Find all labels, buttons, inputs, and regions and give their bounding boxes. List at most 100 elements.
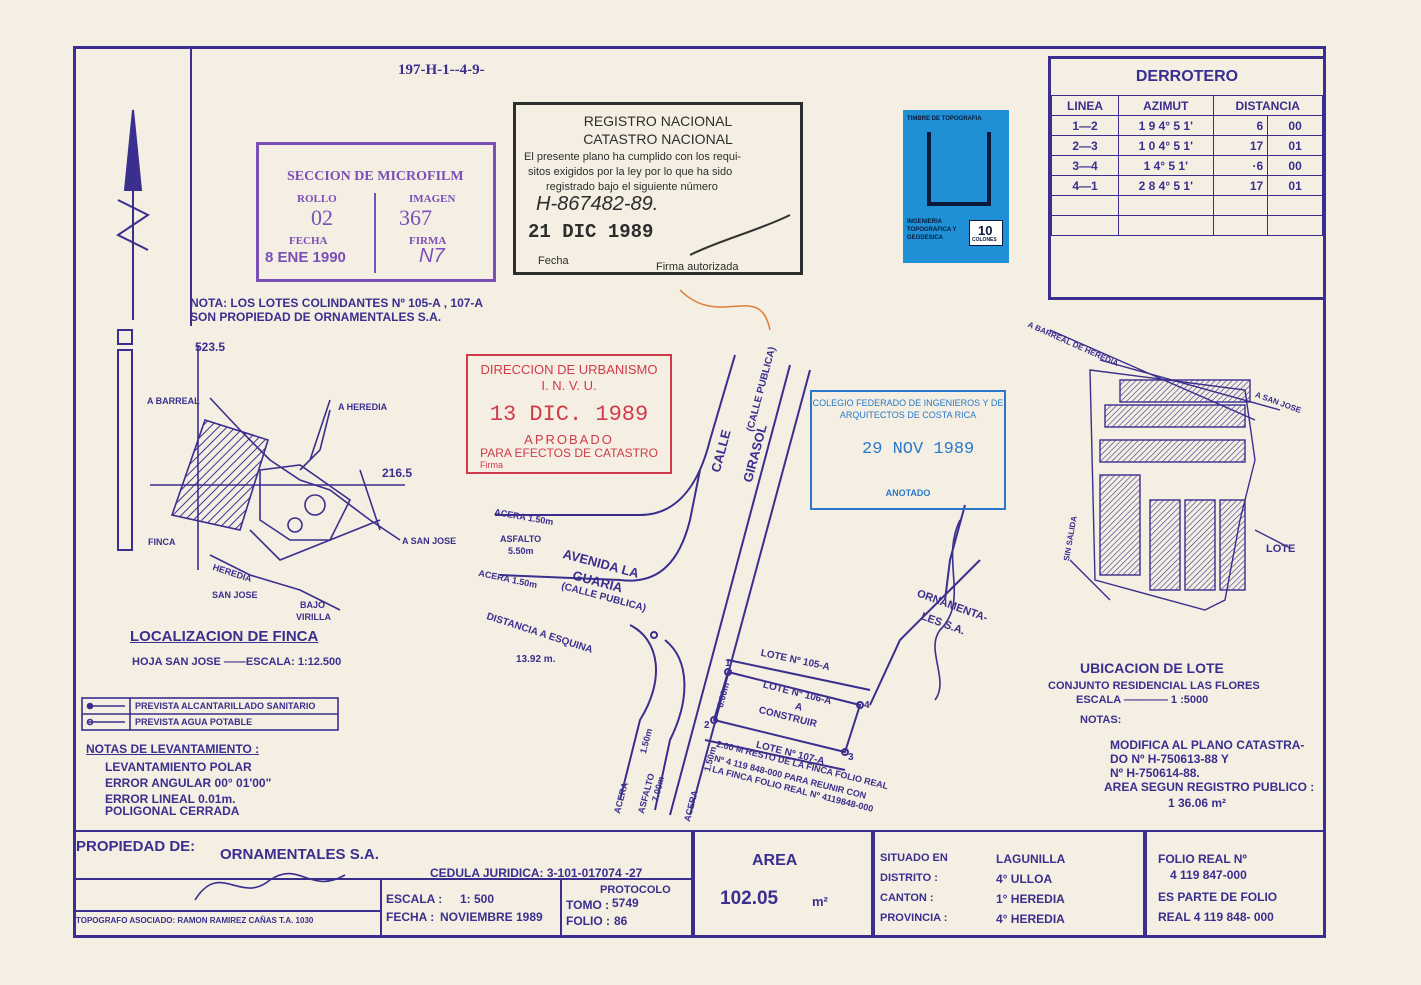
folio-label: FOLIO : bbox=[566, 914, 610, 928]
ubicacion-conjunto: CONJUNTO RESIDENCIAL LAS FLORES bbox=[1048, 680, 1260, 692]
cedula: CEDULA JURIDICA: 3-101-017074 -27 bbox=[430, 866, 643, 880]
microfilm-title: SECCION DE MICROFILM bbox=[287, 169, 464, 184]
distrito-value: 4° ULLOA bbox=[996, 872, 1053, 886]
tomo-label: TOMO : bbox=[566, 898, 610, 912]
label-virilla: VIRILLA bbox=[296, 612, 331, 622]
orange-mark bbox=[679, 289, 771, 331]
label-a-heredia: A HEREDIA bbox=[338, 402, 388, 412]
row-dist-dec: 00 bbox=[1267, 115, 1323, 136]
coord-right: 216.5 bbox=[382, 466, 413, 480]
north-arrow-icon bbox=[116, 109, 150, 551]
label-lote: LOTE bbox=[1266, 543, 1296, 555]
rollo-value: 02 bbox=[311, 205, 333, 230]
table-row bbox=[1050, 215, 1323, 236]
tomo-value: 5749 bbox=[612, 896, 639, 910]
provincia-label: PROVINCIA : bbox=[880, 912, 948, 924]
legend-item2: PREVISTA AGUA POTABLE bbox=[135, 717, 253, 727]
label-asfalto-550-b: 5.50m bbox=[508, 546, 534, 556]
topografo-divider bbox=[73, 910, 380, 912]
derrotero-title: DERROTERO bbox=[1135, 68, 1239, 85]
registro-body2: sitos exigidos por la ley por lo que ha … bbox=[528, 166, 733, 178]
urbanismo-stamp: DIRECCION DE URBANISMO I. N. V. U. 13 DI… bbox=[466, 354, 672, 474]
area-unit: m² bbox=[812, 894, 828, 909]
area-cell bbox=[693, 830, 873, 938]
table-row bbox=[1050, 195, 1323, 216]
folio-value: 86 bbox=[614, 914, 628, 928]
coord-top: 523.5 bbox=[195, 340, 226, 354]
colegio-stamp: COLEGIO FEDERADO DE INGENIEROS Y DE ARQU… bbox=[810, 390, 1006, 510]
row-azimut: 1 9 4° 5 1' bbox=[1118, 115, 1214, 136]
site-plan bbox=[495, 354, 981, 816]
area-label: AREA bbox=[752, 852, 798, 869]
point-4: 4 bbox=[864, 700, 870, 711]
row-linea: 3—4 bbox=[1050, 155, 1120, 176]
ubicacion-escala: ESCALA ———— 1 :5000 bbox=[1076, 694, 1209, 706]
ubicacion-notas: NOTAS: bbox=[1080, 714, 1122, 726]
colegio-line2: ARQUITECTOS DE COSTA RICA bbox=[839, 410, 977, 420]
row-dist-dec: 00 bbox=[1267, 155, 1323, 176]
frame-divider bbox=[190, 48, 192, 326]
row-linea: 4—1 bbox=[1050, 175, 1120, 196]
colegio-date: 29 NOV 1989 bbox=[862, 440, 975, 459]
situado-label: SITUADO EN bbox=[880, 852, 948, 864]
registro-number: H-867482-89. bbox=[536, 193, 659, 215]
microfilm-date: 8 ENE 1990 bbox=[265, 249, 346, 266]
situado-cell bbox=[873, 830, 1145, 938]
area-value: 102.05 bbox=[720, 888, 779, 909]
folio-cell bbox=[1145, 830, 1326, 938]
rollo-label: ROLLO bbox=[297, 193, 337, 205]
propiedad-value: ORNAMENTALES S.A. bbox=[220, 846, 379, 863]
point-2: 2 bbox=[704, 720, 710, 731]
table-row: 4—1 2 8 4° 5 1' 17 01 bbox=[1050, 175, 1323, 196]
row-azimut: 1 4° 5 1' bbox=[1118, 155, 1214, 176]
table-row: 2—3 1 0 4° 5 1' 17 01 bbox=[1050, 135, 1323, 156]
label-distancia-val: 13.92 m. bbox=[516, 654, 556, 665]
firma-label: FIRMA bbox=[409, 235, 447, 247]
owner-vdivider2 bbox=[560, 878, 562, 936]
derrotero-grid: LINEA AZIMUT DISTANCIA 1—2 1 9 4° 5 1' 6… bbox=[1050, 95, 1323, 236]
row-dist-int: 17 bbox=[1212, 135, 1269, 156]
timbre-value-box: 10 COLONES bbox=[969, 220, 1003, 246]
lot-location-sketch bbox=[1049, 329, 1291, 611]
registro-stamp: REGISTRO NACIONAL CATASTRO NACIONAL El p… bbox=[513, 102, 803, 275]
owner-vdivider1 bbox=[380, 878, 382, 936]
levantamiento-l2: ERROR ANGULAR 00° 01'00" bbox=[105, 776, 272, 790]
owner-cell bbox=[73, 830, 693, 938]
registro-body3: registrado bajo el siguiente número bbox=[546, 181, 718, 193]
owner-divider bbox=[73, 878, 693, 880]
timbre-value: 10 bbox=[978, 223, 993, 238]
urbanismo-line2: I. N. V. U. bbox=[541, 378, 597, 393]
signature-mark-black bbox=[689, 214, 791, 256]
nota-line2: SON PROPIEDAD DE ORNAMENTALES S.A. bbox=[190, 310, 442, 324]
urbanismo-date: 13 DIC. 1989 bbox=[489, 402, 649, 427]
row-linea: 2—3 bbox=[1050, 135, 1120, 156]
row-azimut: 2 8 4° 5 1' bbox=[1118, 175, 1214, 196]
registro-fecha-label: Fecha bbox=[538, 255, 569, 267]
row-dist-int: 6 bbox=[1212, 115, 1269, 136]
label-bajo: BAJO bbox=[300, 600, 326, 610]
ubicacion-n3: Nº H-750614-88. bbox=[1110, 766, 1200, 780]
levantamiento-l3: ERROR LINEAL 0.01m. bbox=[105, 792, 236, 806]
urbanismo-firma-label: Firma bbox=[480, 460, 503, 470]
timbre-side: INGENIERIA TOPOGRAFICA Y GEODESICA bbox=[907, 219, 957, 241]
escala-value: 1: 500 bbox=[460, 892, 495, 906]
row-azimut: 1 0 4° 5 1' bbox=[1118, 135, 1214, 156]
microfilm-divider bbox=[374, 193, 376, 273]
nota-line1: NOTA: LOS LOTES COLINDANTES Nº 105-A , 1… bbox=[190, 296, 484, 310]
label-a-san-jose: A SAN JOSE bbox=[402, 536, 457, 546]
legend-item1: PREVISTA ALCANTARILLADO SANITARIO bbox=[135, 701, 316, 711]
col-azimut: AZIMUT bbox=[1118, 95, 1214, 116]
localizacion-title: LOCALIZACION DE FINCA bbox=[130, 628, 319, 645]
levantamiento-title: NOTAS DE LEVANTAMIENTO : bbox=[86, 742, 260, 756]
escala-label: ESCALA : bbox=[386, 892, 443, 906]
table-row: 1—2 1 9 4° 5 1' 6 00 bbox=[1050, 115, 1323, 136]
label-san-jose: SAN JOSE bbox=[212, 590, 258, 600]
canton-label: CANTON : bbox=[880, 892, 934, 904]
es-parte2: REAL 4 119 848- 000 bbox=[1158, 910, 1274, 924]
levantamiento-l4: POLIGONAL CERRADA bbox=[105, 804, 240, 818]
canton-value: 1° HEREDIA bbox=[996, 892, 1065, 906]
distrito-label: DISTRITO : bbox=[880, 872, 938, 884]
ubicacion-n1: MODIFICA AL PLANO CATASTRA- bbox=[1110, 738, 1305, 752]
label-asfalto-550: ASFALTO bbox=[500, 534, 542, 544]
fecha-label: FECHA : bbox=[386, 910, 435, 924]
